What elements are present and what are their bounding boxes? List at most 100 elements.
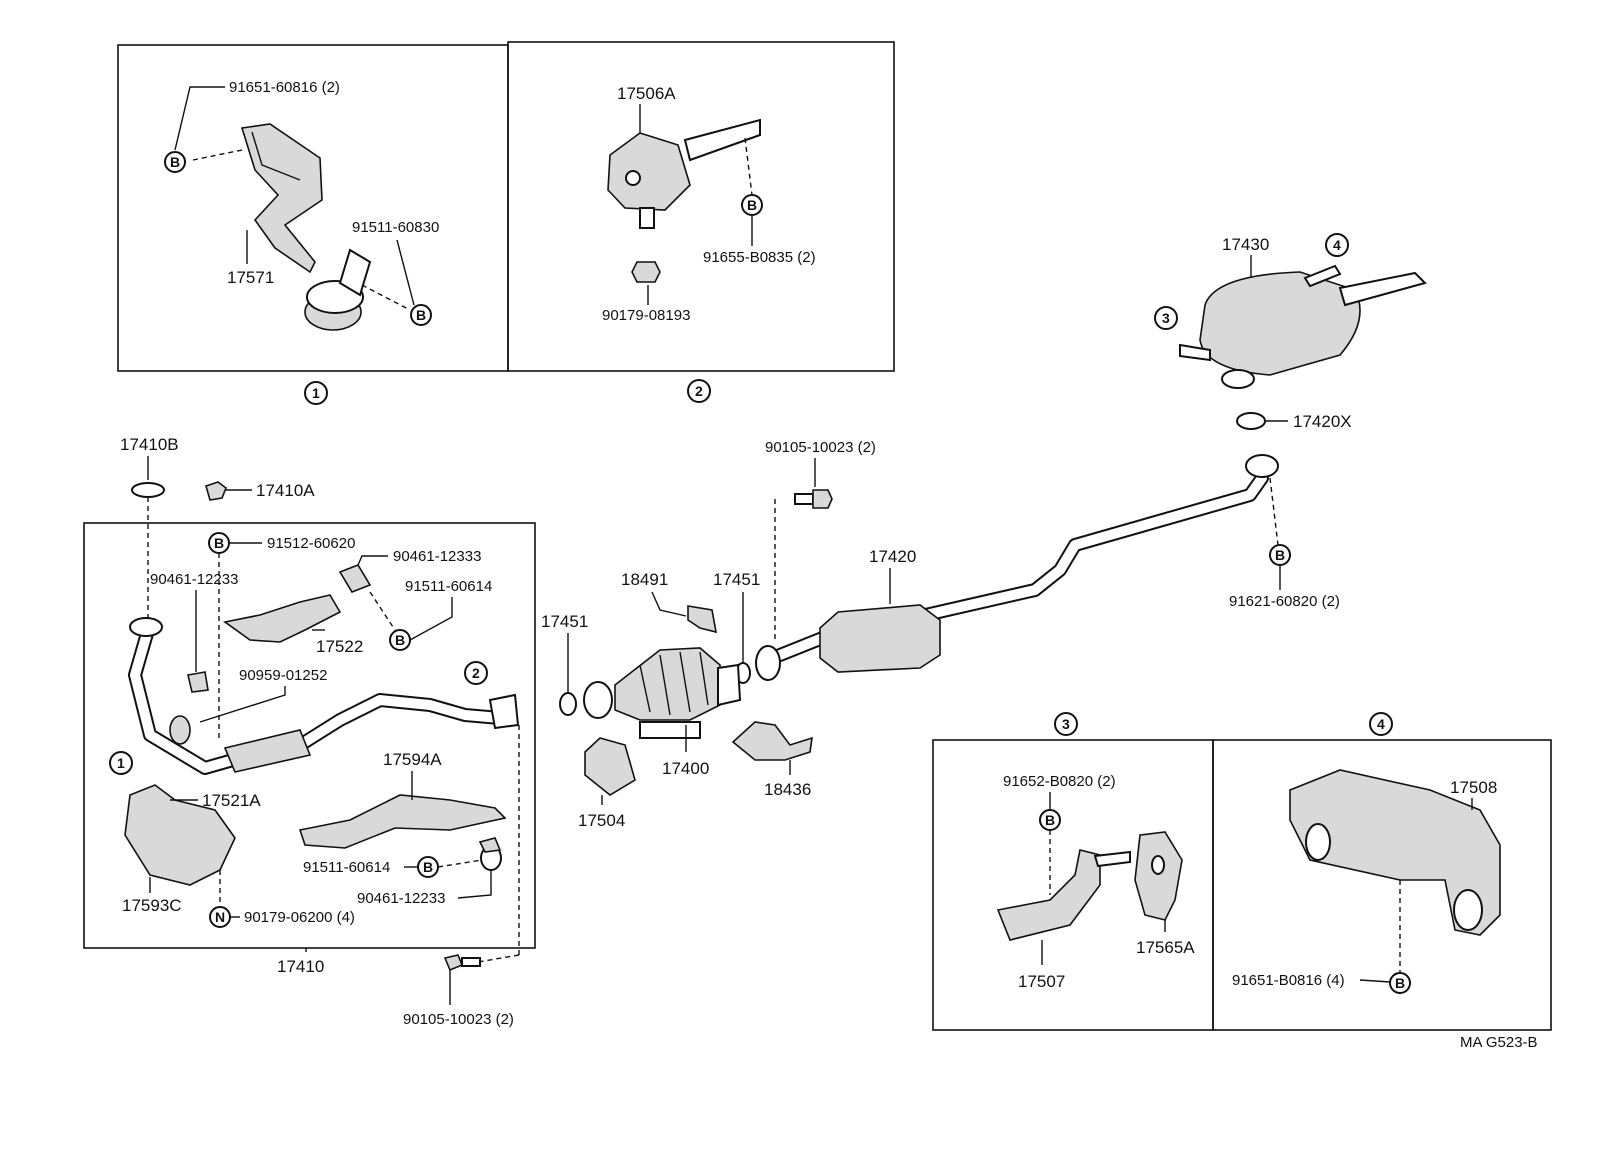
section-marker-3-muffler: 3 bbox=[1154, 306, 1178, 330]
svg-text:B: B bbox=[395, 632, 405, 648]
section-marker-1-top: 1 bbox=[304, 381, 328, 405]
insulator-18491 bbox=[687, 605, 718, 634]
insulator-17594A bbox=[298, 794, 507, 849]
front-pipe-17410 bbox=[128, 617, 520, 775]
label-18491: 18491 bbox=[621, 570, 668, 589]
label-91512-60620: 91512-60620 bbox=[267, 535, 355, 552]
nut-17410A bbox=[205, 481, 227, 501]
svg-text:B: B bbox=[1275, 547, 1285, 563]
section-marker-3-box: 3 bbox=[1054, 712, 1078, 736]
label-17400: 17400 bbox=[662, 759, 709, 778]
label-90461-12333: 90461-12333 bbox=[393, 548, 481, 565]
muffler-17430 bbox=[1179, 264, 1427, 389]
label-90179-08193: 90179-08193 bbox=[602, 307, 690, 324]
gasket-17420X bbox=[1236, 412, 1266, 430]
svg-text:B: B bbox=[170, 154, 180, 170]
clamp-91511-60830 bbox=[304, 248, 372, 331]
bolt-marker-b1: B bbox=[164, 151, 186, 173]
label-17508: 17508 bbox=[1450, 778, 1497, 797]
bolt-marker-b2: B bbox=[410, 304, 432, 326]
label-90959-01252: 90959-01252 bbox=[239, 667, 327, 684]
label-17410A: 17410A bbox=[256, 481, 315, 500]
label-17565A: 17565A bbox=[1136, 938, 1195, 957]
label-17594A: 17594A bbox=[383, 750, 442, 769]
bolt-90105-10023-low bbox=[443, 954, 481, 972]
clip-90461-12233-top bbox=[187, 671, 209, 693]
svg-text:B: B bbox=[747, 197, 757, 213]
bolt-marker-b3: B bbox=[741, 194, 763, 216]
svg-text:B: B bbox=[214, 535, 224, 551]
bracket-17507 bbox=[996, 849, 1131, 941]
svg-text:4: 4 bbox=[1377, 716, 1385, 732]
label-91511-60614-top: 91511-60614 bbox=[405, 578, 492, 595]
hanger-17565A bbox=[1134, 831, 1183, 921]
svg-text:3: 3 bbox=[1062, 716, 1070, 732]
label-91511-60614-low: 91511-60614 bbox=[303, 859, 390, 876]
svg-text:B: B bbox=[423, 859, 433, 875]
diagram-code: MA G523-B bbox=[1460, 1034, 1538, 1051]
nut-marker-n: N bbox=[209, 906, 231, 928]
label-17522: 17522 bbox=[316, 637, 363, 656]
svg-text:3: 3 bbox=[1162, 310, 1170, 326]
label-90105-10023-low: 90105-10023 (2) bbox=[403, 1011, 514, 1028]
label-90179-06200: 90179-06200 (4) bbox=[244, 909, 355, 926]
label-90461-12233-low: 90461-12233 bbox=[357, 890, 445, 907]
label-90105-10023-top: 90105-10023 (2) bbox=[765, 439, 876, 456]
svg-text:B: B bbox=[416, 307, 426, 323]
insulator-17593C bbox=[124, 784, 236, 886]
clip-90461-12333 bbox=[338, 564, 372, 593]
label-17410B: 17410B bbox=[120, 435, 179, 454]
hanger-17506A bbox=[607, 118, 761, 229]
insulator-17522 bbox=[223, 594, 342, 643]
section-marker-1-box: 1 bbox=[109, 751, 133, 775]
detail-box-4 bbox=[1212, 739, 1552, 1031]
label-17507: 17507 bbox=[1018, 972, 1065, 991]
label-17430: 17430 bbox=[1222, 235, 1269, 254]
label-18436: 18436 bbox=[764, 780, 811, 799]
section-marker-2-top: 2 bbox=[687, 379, 711, 403]
svg-text:2: 2 bbox=[472, 665, 480, 681]
bolt-90105-10023-top bbox=[794, 489, 833, 509]
bolt-marker-b7: B bbox=[417, 856, 439, 878]
svg-text:B: B bbox=[1395, 975, 1405, 991]
bolt-marker-b9: B bbox=[1389, 972, 1411, 994]
section-marker-2-box: 2 bbox=[464, 661, 488, 685]
label-90461-12233-top: 90461-12233 bbox=[150, 571, 238, 588]
svg-text:1: 1 bbox=[117, 755, 125, 771]
center-pipe-17420 bbox=[755, 454, 1279, 681]
bracket-17571 bbox=[240, 123, 323, 274]
label-17571: 17571 bbox=[227, 268, 274, 287]
insulator-17504 bbox=[584, 737, 636, 796]
label-17410: 17410 bbox=[277, 957, 324, 976]
svg-text:B: B bbox=[1045, 812, 1055, 828]
bolt-marker-b8: B bbox=[1039, 809, 1061, 831]
label-17593C: 17593C bbox=[122, 896, 182, 915]
gasket-17410B bbox=[131, 482, 165, 498]
label-17420: 17420 bbox=[869, 547, 916, 566]
label-17420X: 17420X bbox=[1293, 412, 1352, 431]
label-17521A: 17521A bbox=[202, 791, 261, 810]
clip-90461-12233-low bbox=[478, 837, 502, 871]
insulator-18436 bbox=[731, 721, 813, 761]
svg-text:1: 1 bbox=[312, 385, 320, 401]
label-17506A: 17506A bbox=[617, 84, 676, 103]
bolt-marker-b6: B bbox=[389, 629, 411, 651]
label-91651-60816: 91651-60816 (2) bbox=[229, 79, 340, 96]
svg-text:N: N bbox=[215, 909, 225, 925]
label-91652-B0820: 91652-B0820 (2) bbox=[1003, 773, 1116, 790]
bolt-marker-b4: B bbox=[1269, 544, 1291, 566]
detail-box-2 bbox=[507, 41, 895, 372]
section-marker-4-muffler: 4 bbox=[1325, 233, 1349, 257]
label-91651-B0816: 91651-B0816 (4) bbox=[1232, 972, 1345, 989]
gasket-17451-left bbox=[559, 692, 577, 716]
bracket-17508 bbox=[1289, 769, 1501, 936]
label-91511-60830: 91511-60830 bbox=[352, 219, 439, 236]
label-17451-left: 17451 bbox=[541, 612, 588, 631]
front-pipe-box bbox=[83, 522, 536, 949]
section-marker-4-box: 4 bbox=[1369, 712, 1393, 736]
svg-text:2: 2 bbox=[695, 383, 703, 399]
label-91655-B0835: 91655-B0835 (2) bbox=[703, 249, 816, 266]
label-17504: 17504 bbox=[578, 811, 625, 830]
label-17451-right: 17451 bbox=[713, 570, 760, 589]
